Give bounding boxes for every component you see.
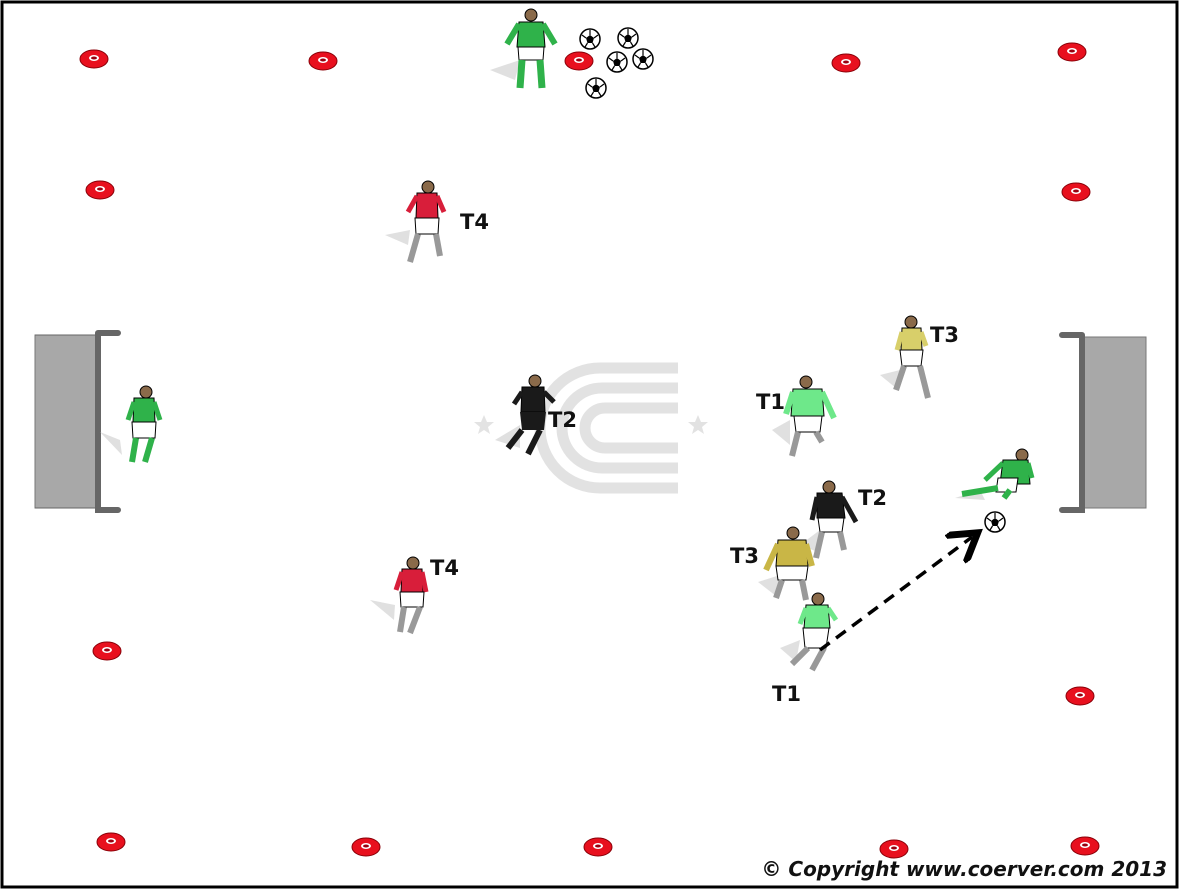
copyright-text: © Copyright www.coerver.com 2013 [761, 857, 1167, 881]
cone-icon [565, 52, 593, 70]
label-t4-top: T4 [460, 212, 489, 233]
ball-icon [985, 512, 1005, 532]
ball-icon [607, 52, 627, 72]
label-t3-mid: T3 [730, 546, 759, 567]
ball-icon [618, 28, 638, 48]
label-t2-center: T2 [548, 410, 577, 431]
cone-icon [1062, 183, 1090, 201]
ball-icon [580, 29, 600, 49]
ball-icon [586, 78, 606, 98]
cone-icon [832, 54, 860, 72]
cone-icon [97, 833, 125, 851]
label-t1-bottom: T1 [772, 684, 801, 705]
cone-icon [1071, 837, 1099, 855]
cone-icon [86, 181, 114, 199]
cone-icon [309, 52, 337, 70]
label-t4-bottom: T4 [430, 558, 459, 579]
cone-icon [93, 642, 121, 660]
label-t1-mid: T1 [756, 392, 785, 413]
cone-icon [1066, 687, 1094, 705]
cone-icon [880, 840, 908, 858]
cone-icon [352, 838, 380, 856]
cone-icon [80, 50, 108, 68]
ball-icon [633, 49, 653, 69]
label-t3-top: T3 [930, 325, 959, 346]
cone-icon [1058, 43, 1086, 61]
label-t2-right: T2 [858, 488, 887, 509]
cone-icon [584, 838, 612, 856]
